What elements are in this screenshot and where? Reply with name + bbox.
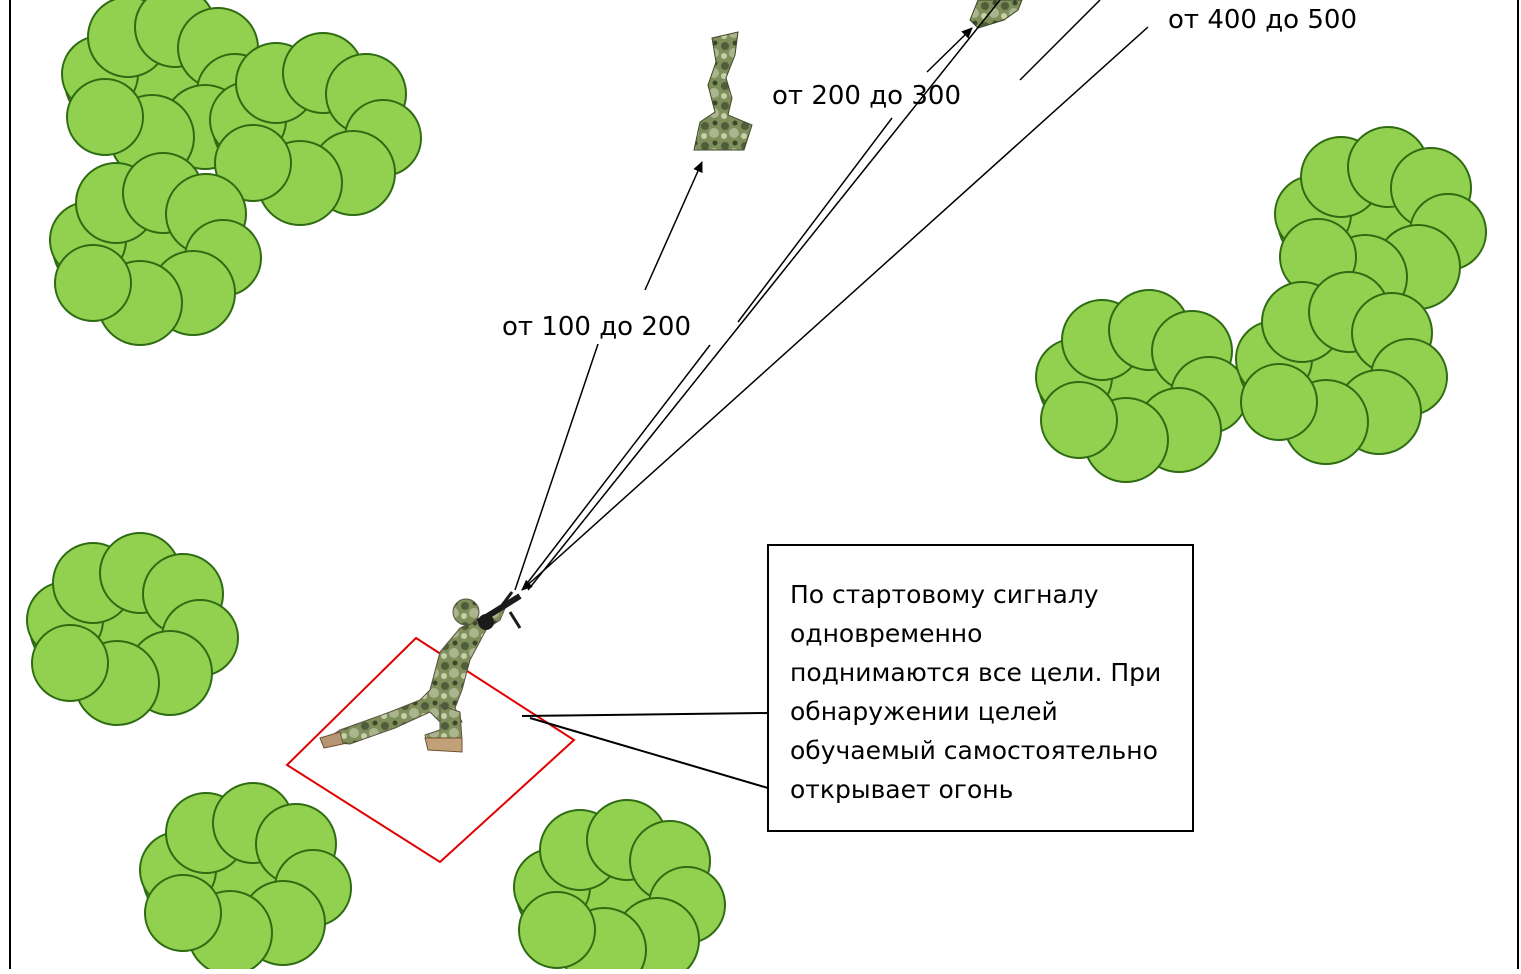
arrow-line [926, 27, 973, 73]
bush-icon [49, 152, 262, 346]
callout-pointer [521, 712, 769, 717]
callout-line: открывает огонь [790, 775, 1013, 804]
callout-line: По стартовому сигналу [790, 580, 1099, 609]
bush-icon [26, 532, 239, 726]
target-icon [693, 31, 753, 151]
firing-zone [285, 636, 576, 864]
soldier-icon [319, 591, 522, 753]
callout-line: обнаружении целей [790, 697, 1058, 726]
callout-text: По стартовому сигналу одновременно подни… [790, 580, 1169, 804]
bush-icon [139, 782, 352, 974]
distance-label: от 100 до 200 [502, 312, 691, 342]
arrow-line [644, 161, 703, 291]
arrow-line [1019, 0, 1101, 81]
callout-pointer [529, 717, 769, 789]
callout-line: обучаемый самостоятельно [790, 736, 1158, 765]
distance-label: от 200 до 300 [772, 81, 961, 111]
arrow-line [521, 26, 1149, 591]
bush-icon [513, 799, 726, 974]
bush-icon [1235, 271, 1448, 465]
distance-label: от 400 до 500 [1168, 5, 1357, 35]
arrow-line [514, 343, 599, 591]
callout-line: одновременно [790, 619, 982, 648]
callout: По стартовому сигналу одновременно подни… [521, 544, 1194, 832]
arrow-line [737, 117, 893, 323]
page-border [9, 0, 1519, 974]
bush-icon [1035, 289, 1248, 483]
callout-line: поднимаются все цели. При [790, 658, 1161, 687]
arrow-line [521, 344, 711, 591]
arrow-line [527, 0, 1001, 591]
callout-box [767, 544, 1194, 832]
